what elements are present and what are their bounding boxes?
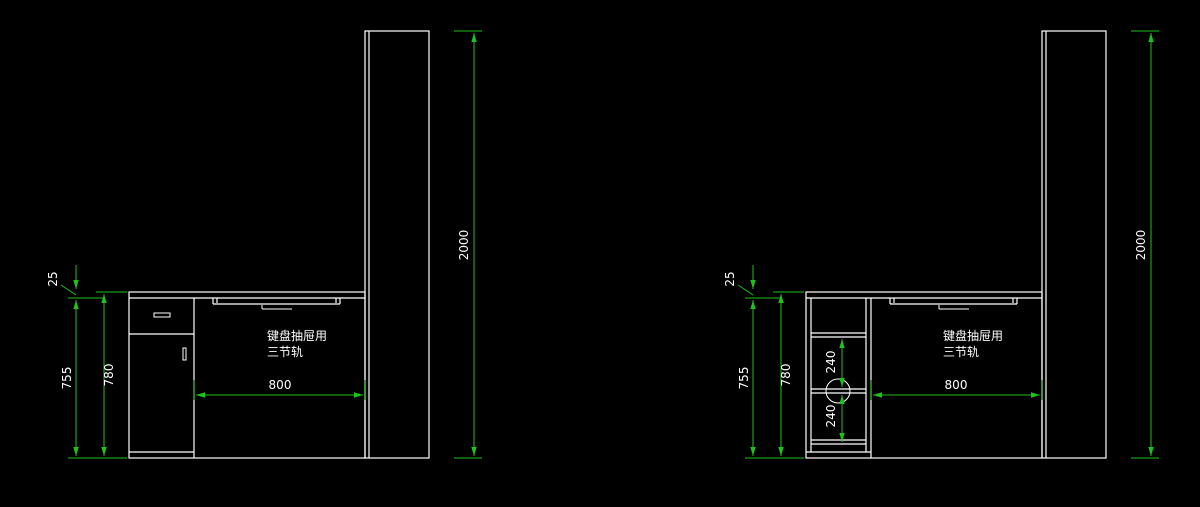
left-dim-800: 800 — [193, 378, 366, 400]
right-dim-780-label: 780 — [779, 364, 793, 387]
right-tall-cabinet — [1041, 30, 1107, 459]
right-dim-240b-label: 240 — [824, 405, 838, 428]
right-note-keyboard-drawer: 键盘抽屉用 — [943, 328, 1003, 343]
cable-grommet — [825, 378, 851, 404]
left-keyboard-tray — [212, 298, 341, 310]
right-dim-800: 800 — [870, 378, 1043, 400]
right-dim-755: 755 — [737, 297, 781, 459]
left-dim-755-label: 755 — [60, 367, 74, 390]
right-keyboard-tray — [889, 298, 1018, 310]
drawer-handle — [153, 312, 171, 318]
right-desk-outline — [805, 291, 1043, 459]
left-note-keyboard-drawer: 键盘抽屉用 — [267, 328, 327, 343]
right-dim-240-lower: 240 — [824, 395, 845, 442]
left-dim-25-label: 25 — [46, 271, 60, 286]
left-dim-780-label: 780 — [102, 364, 116, 387]
right-elevation: 键盘抽屉用 三节轨 240 240 800 780 — [723, 30, 1159, 459]
right-dim-755-label: 755 — [737, 367, 751, 390]
right-dim-2000: 2000 — [1131, 30, 1159, 459]
left-dim-755: 755 — [60, 297, 104, 459]
right-shelf-unit — [810, 298, 872, 458]
right-dim-2000-label: 2000 — [1134, 230, 1148, 261]
right-dim-25: 25 — [723, 265, 756, 296]
right-dim-25-label: 25 — [723, 271, 737, 286]
left-dim-800-label: 800 — [269, 378, 292, 392]
left-dim-2000-label: 2000 — [457, 230, 471, 261]
left-tall-cabinet — [364, 30, 430, 459]
left-dim-2000: 2000 — [454, 30, 482, 459]
left-elevation: 键盘抽屉用 三节轨 800 780 755 25 — [46, 30, 482, 459]
right-note-triple-rail: 三节轨 — [943, 345, 979, 359]
left-note-triple-rail: 三节轨 — [267, 345, 303, 359]
right-dim-240a-label: 240 — [824, 351, 838, 374]
left-dim-780: 780 — [96, 291, 127, 459]
door-handle — [182, 347, 187, 361]
left-dim-25: 25 — [46, 265, 79, 296]
right-dim-800-label: 800 — [945, 378, 968, 392]
right-dim-240-upper: 240 — [824, 339, 845, 387]
right-dim-780: 780 — [773, 291, 804, 459]
left-side-cabinet — [129, 298, 195, 458]
